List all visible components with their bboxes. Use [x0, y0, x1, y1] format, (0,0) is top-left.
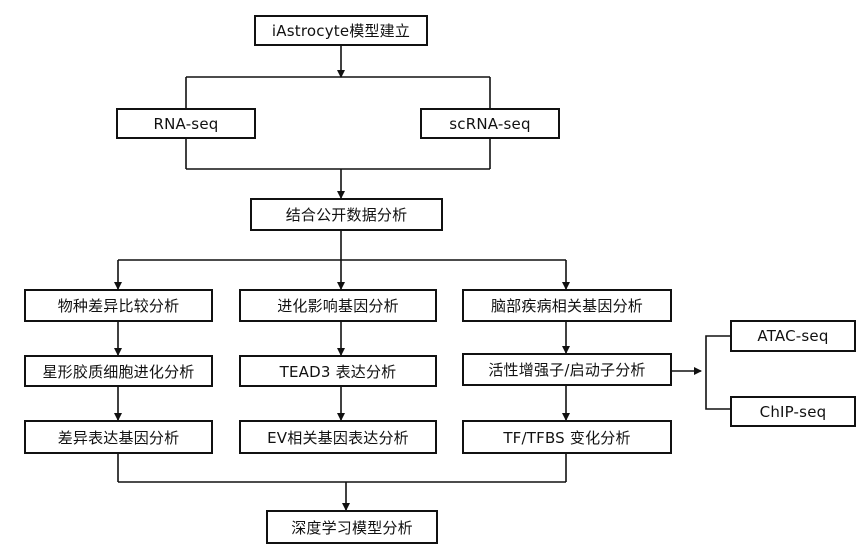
node-brain-disease: 脑部疾病相关基因分析	[462, 289, 672, 322]
node-species-diff: 物种差异比较分析	[24, 289, 213, 322]
node-ev-expr: EV相关基因表达分析	[239, 420, 437, 454]
node-public-data: 结合公开数据分析	[250, 198, 443, 231]
node-astro-evolution: 星形胶质细胞进化分析	[24, 355, 213, 387]
node-model-build: iAstrocyte模型建立	[254, 15, 428, 46]
edge-bracket	[705, 335, 730, 410]
node-diff-expr: 差异表达基因分析	[24, 420, 213, 454]
node-chip-seq: ChIP-seq	[730, 396, 856, 427]
node-atac-seq: ATAC-seq	[730, 320, 856, 352]
node-tead3: TEAD3 表达分析	[239, 355, 437, 387]
node-deep-learning: 深度学习模型分析	[266, 510, 438, 544]
node-evolution-impact: 进化影响基因分析	[239, 289, 437, 322]
node-tf-tfbs: TF/TFBS 变化分析	[462, 420, 672, 454]
node-rna-seq: RNA-seq	[116, 108, 256, 139]
node-scrna-seq: scRNA-seq	[420, 108, 560, 139]
node-enhancer-promoter: 活性增强子/启动子分析	[462, 353, 672, 386]
